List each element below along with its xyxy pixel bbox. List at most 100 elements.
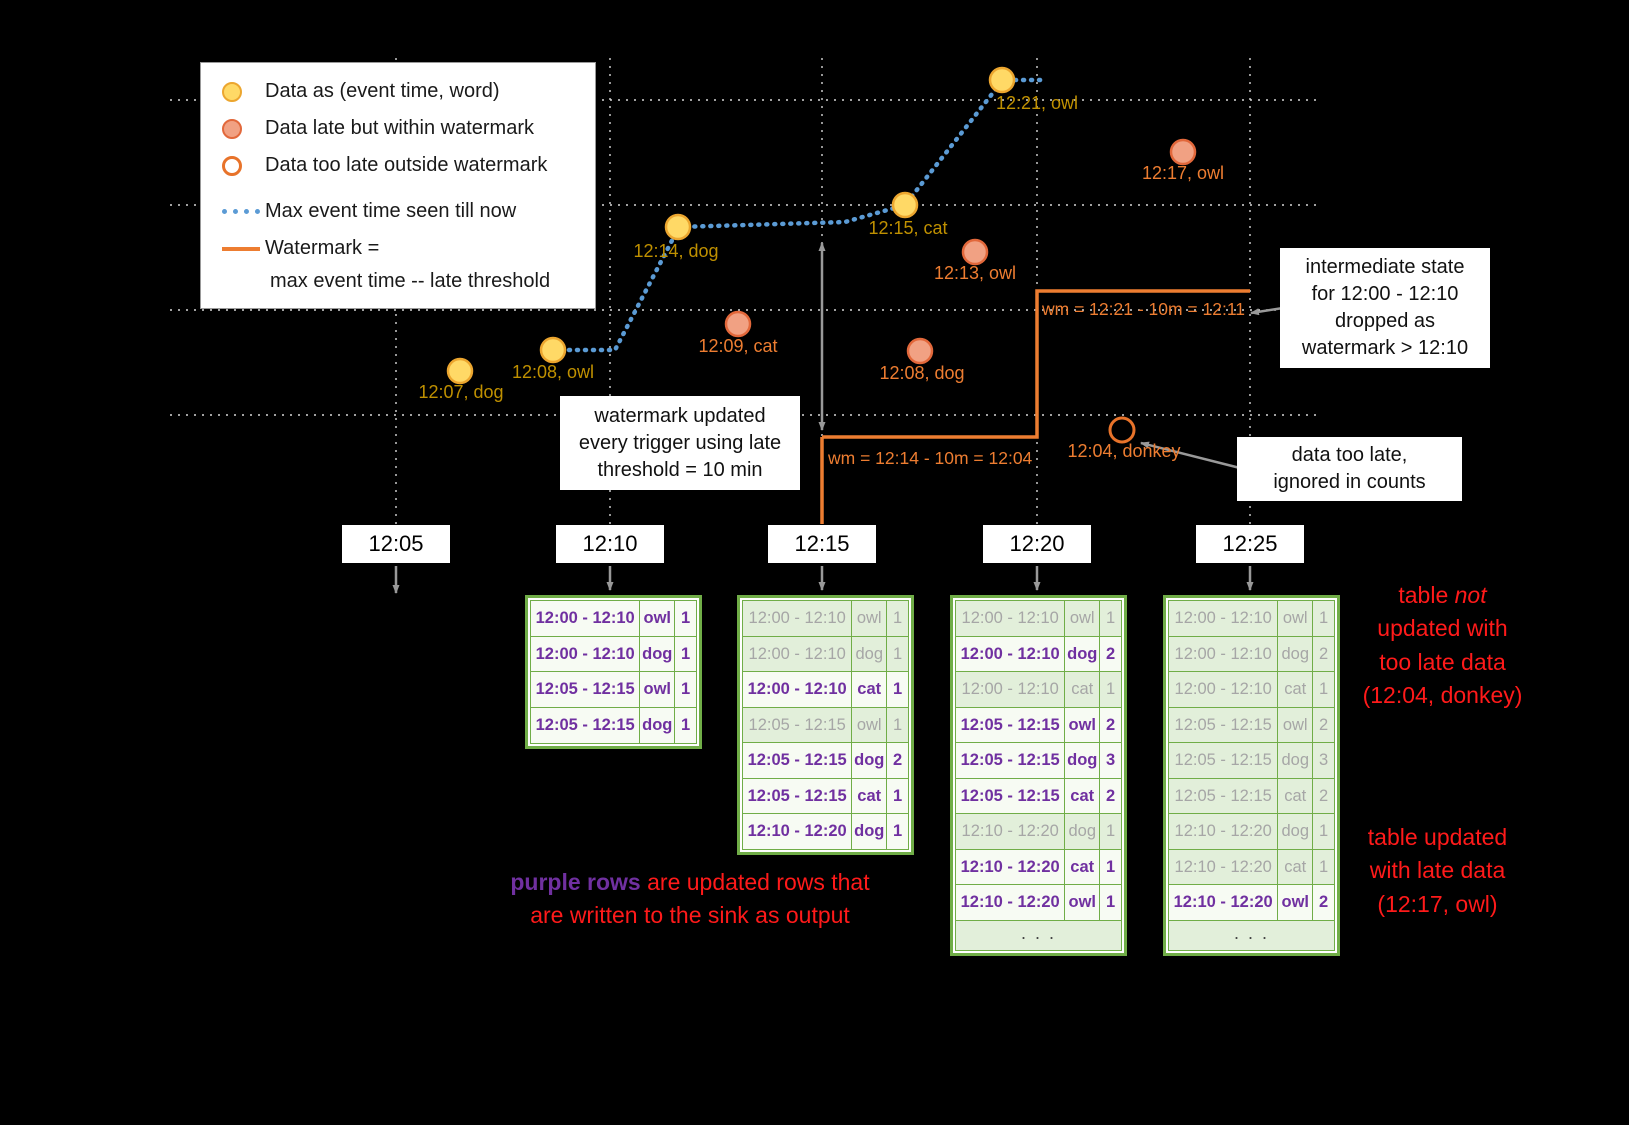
table-ellipsis-row: . . . xyxy=(955,919,1122,951)
window-cell: 12:05 - 12:15 xyxy=(530,671,641,708)
word-cell: cat xyxy=(1063,777,1101,815)
count-cell: 1 xyxy=(1099,884,1122,921)
state-dropped-note: intermediate state for 12:00 - 12:10 dro… xyxy=(1280,248,1490,368)
count-cell: 1 xyxy=(674,600,697,637)
legend-item-label: Data as (event time, word) xyxy=(265,80,500,102)
note-line: watermark > 12:10 xyxy=(1301,337,1469,359)
word-cell: owl xyxy=(1276,706,1314,744)
trigger-label-12-05: 12:05 xyxy=(342,525,450,563)
data-point-ontime xyxy=(446,357,474,385)
word-cell: owl xyxy=(850,706,888,744)
word-cell: dog xyxy=(638,706,676,744)
count-cell: 2 xyxy=(1312,777,1335,815)
window-cell: 12:00 - 12:10 xyxy=(530,600,641,637)
count-cell: 1 xyxy=(886,706,909,744)
note-line: for 12:00 - 12:10 xyxy=(1311,283,1459,305)
count-cell: 3 xyxy=(1099,742,1122,779)
data-point-late xyxy=(724,310,752,338)
note-line: purple rows are updated rows that xyxy=(510,869,870,895)
count-cell: 2 xyxy=(1099,635,1122,673)
watermark-value-label: wm = 12:21 - 10m = 12:11 xyxy=(1042,299,1245,319)
window-cell: 12:05 - 12:15 xyxy=(742,706,853,744)
word-cell: owl xyxy=(1063,706,1101,744)
late-dot-icon xyxy=(217,118,265,139)
window-cell: 12:00 - 12:10 xyxy=(955,671,1066,708)
word-cell: dog xyxy=(1276,635,1314,673)
legend: Data as (event time, word) Data late but… xyxy=(200,62,596,309)
word-cell: owl xyxy=(1276,884,1314,921)
count-cell: 1 xyxy=(886,600,909,637)
count-cell: 1 xyxy=(886,671,909,708)
window-cell: 12:00 - 12:10 xyxy=(1168,635,1279,673)
count-cell: 2 xyxy=(1312,635,1335,673)
word-cell: owl xyxy=(638,671,676,708)
watermark-value-label: wm = 12:14 - 10m = 12:04 xyxy=(828,448,1033,468)
note-line: (12:04, donkey) xyxy=(1362,682,1523,709)
note-line: table updated xyxy=(1367,824,1508,850)
count-cell: 1 xyxy=(674,706,697,744)
word-cell: owl xyxy=(1276,600,1314,637)
window-cell: 12:10 - 12:20 xyxy=(1168,848,1279,886)
note-line: watermark updated xyxy=(594,404,766,427)
legend-item-late: Data late but within watermark xyxy=(217,110,587,147)
count-cell: 1 xyxy=(886,813,909,850)
window-cell: 12:10 - 12:20 xyxy=(955,884,1066,921)
note-line: ignored in counts xyxy=(1273,471,1426,493)
window-cell: 12:05 - 12:15 xyxy=(530,706,641,744)
word-cell: dog xyxy=(1276,742,1314,779)
count-cell: 2 xyxy=(1312,706,1335,744)
purple-rows-note: purple rows are updated rows that are wr… xyxy=(430,866,950,933)
count-cell: 1 xyxy=(1312,848,1335,886)
legend-item-label: Data too late outside watermark xyxy=(265,154,548,176)
note-line: intermediate state xyxy=(1305,256,1465,278)
word-cell: cat xyxy=(850,777,888,815)
legend-item-ontime: Data as (event time, word) xyxy=(217,73,587,110)
window-cell: 12:00 - 12:10 xyxy=(1168,671,1279,708)
count-cell: 1 xyxy=(1099,813,1122,850)
watermark-line-icon xyxy=(217,246,265,251)
watermark-update-note: watermark updated every trigger using la… xyxy=(560,396,800,490)
window-cell: 12:10 - 12:20 xyxy=(1168,813,1279,850)
window-cell: 12:05 - 12:15 xyxy=(1168,742,1279,779)
legend-item-watermark: Watermark = xyxy=(217,230,587,267)
note-line: with late data xyxy=(1369,857,1506,884)
window-cell: 12:05 - 12:15 xyxy=(1168,777,1279,815)
word-cell: cat xyxy=(1276,848,1314,886)
data-point-ontime xyxy=(664,213,692,241)
word-cell: owl xyxy=(1063,884,1101,921)
window-cell: 12:05 - 12:15 xyxy=(955,742,1066,779)
data-point-ontime xyxy=(988,66,1016,94)
table-ellipsis-row: . . . xyxy=(1168,919,1335,951)
word-cell: dog xyxy=(1063,635,1101,673)
count-cell: 3 xyxy=(1312,742,1335,779)
trigger-label-12-20: 12:20 xyxy=(983,525,1091,563)
count-cell: 2 xyxy=(1099,777,1122,815)
word-cell: cat xyxy=(850,671,888,708)
toolate-dot-icon xyxy=(217,155,265,176)
toolate-note-arrow xyxy=(1140,441,1241,470)
